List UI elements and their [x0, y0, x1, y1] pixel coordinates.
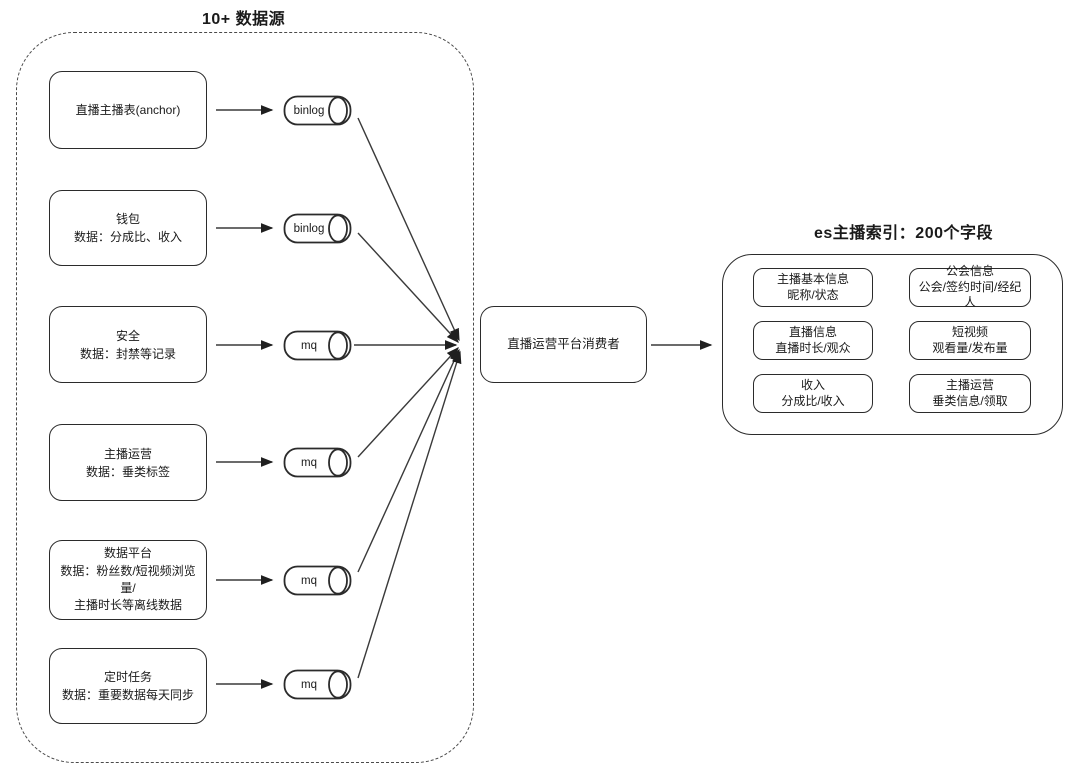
source-sublabel: 数据：封禁等记录 — [79, 346, 176, 361]
source-box-data-platform: 数据平台 数据：粉丝数/短视频浏览量/ 主播时长等离线数据 — [49, 540, 207, 620]
field-box-live-info: 直播信息 直播时长/观众 — [753, 321, 873, 360]
queue-cylinder-mq: mq — [283, 669, 352, 700]
data-sources-title: 10+ 数据源 — [202, 11, 286, 28]
source-box-wallet: 钱包 数据：分成比、收入 — [49, 190, 207, 266]
field-box-anchor-operation: 主播运营 垂类信息/领取 — [909, 374, 1031, 413]
cylinder-icon — [283, 447, 352, 478]
queue-label: mq — [301, 339, 317, 352]
data-sources-group — [16, 32, 474, 763]
field-box-guild-info: 公会信息 公会/签约时间/经纪人 — [909, 264, 1031, 309]
source-label: 数据平台 — [103, 546, 152, 561]
field-title: 主播基本信息 — [776, 271, 849, 286]
es-index-title: es主播索引：200个字段 — [814, 225, 993, 242]
field-title: 收入 — [800, 377, 825, 392]
queue-cylinder-mq: mq — [283, 565, 352, 596]
queue-label: mq — [301, 574, 317, 587]
field-subtitle: 观看量/发布量 — [932, 340, 1008, 355]
field-box-income: 收入 分成比/收入 — [753, 374, 873, 413]
source-label: 定时任务 — [103, 670, 152, 684]
field-title: 短视频 — [951, 324, 988, 339]
queue-cylinder-mq: mq — [283, 447, 352, 478]
field-box-anchor-basic-info: 主播基本信息 昵称/状态 — [753, 268, 873, 307]
source-sublabel: 数据：垂类标签 — [85, 464, 170, 479]
field-subtitle: 垂类信息/领取 — [932, 393, 1008, 408]
es-index-container: 主播基本信息 昵称/状态 公会信息 公会/签约时间/经纪人 直播信息 直播时长/… — [722, 254, 1063, 435]
queue-cylinder-binlog: binlog — [283, 95, 352, 126]
cylinder-icon — [283, 330, 352, 361]
cylinder-icon — [283, 565, 352, 596]
queue-label: mq — [301, 456, 317, 469]
field-title: 主播运营 — [945, 377, 994, 392]
queue-label: binlog — [293, 104, 325, 117]
field-subtitle: 直播时长/观众 — [775, 340, 851, 355]
queue-label: mq — [301, 678, 317, 691]
source-box-security: 安全 数据：封禁等记录 — [49, 306, 207, 383]
field-box-short-video: 短视频 观看量/发布量 — [909, 321, 1031, 360]
consumer-label: 直播运营平台消费者 — [507, 337, 620, 352]
source-box-anchor-operation: 主播运营 数据：垂类标签 — [49, 424, 207, 501]
source-box-scheduled-task: 定时任务 数据：重要数据每天同步 — [49, 648, 207, 724]
field-subtitle: 分成比/收入 — [781, 393, 845, 408]
source-sublabel: 数据：分成比、收入 — [73, 230, 182, 244]
source-label: 钱包 — [115, 212, 140, 226]
field-subtitle: 昵称/状态 — [787, 287, 839, 302]
source-sublabel: 主播时长等离线数据 — [73, 598, 182, 613]
cylinder-icon — [283, 95, 352, 126]
source-label: 安全 — [115, 328, 140, 343]
field-title: 直播信息 — [788, 324, 837, 339]
source-sublabel: 数据：粉丝数/短视频浏览量/ — [60, 563, 196, 595]
queue-cylinder-mq: mq — [283, 330, 352, 361]
cylinder-icon — [283, 213, 352, 244]
field-subtitle: 公会/签约时间/经纪人 — [918, 279, 1022, 310]
consumer-box: 直播运营平台消费者 — [480, 306, 647, 383]
queue-label: binlog — [293, 222, 325, 235]
source-box-anchor-table: 直播主播表(anchor) — [49, 71, 207, 149]
source-label: 主播运营 — [103, 446, 152, 461]
field-title: 公会信息 — [945, 264, 994, 279]
source-sublabel: 数据：重要数据每天同步 — [61, 688, 194, 702]
queue-cylinder-binlog: binlog — [283, 213, 352, 244]
source-label: 直播主播表(anchor) — [75, 103, 181, 117]
cylinder-icon — [283, 669, 352, 700]
